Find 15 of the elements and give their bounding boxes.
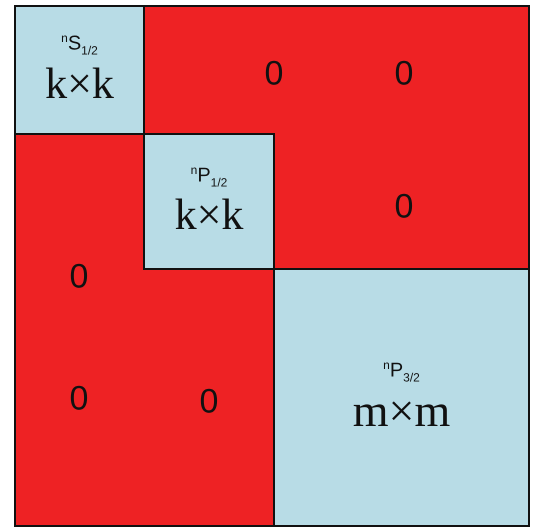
block-heading: $^{n}$P$_{1/2}$ xyxy=(190,162,228,190)
block-size: k×k xyxy=(45,58,114,109)
block-heading: $^{n}$S$_{1/2}$ xyxy=(61,31,98,58)
zero-entry: 0 xyxy=(70,380,88,418)
zero-entry: 0 xyxy=(70,258,88,296)
matrix-block xyxy=(14,5,145,135)
matrix-block xyxy=(143,133,275,270)
matrix-block xyxy=(273,268,530,527)
block-size: k×k xyxy=(174,189,244,240)
zero-entry: 0 xyxy=(264,54,284,94)
block-size: m×m xyxy=(352,384,450,438)
zero-entry: 0 xyxy=(394,188,414,226)
zero-entry: 0 xyxy=(200,382,218,422)
zero-entry: 0 xyxy=(394,54,414,94)
block-heading: $^{n}$P$_{3/2}$ xyxy=(383,358,420,384)
